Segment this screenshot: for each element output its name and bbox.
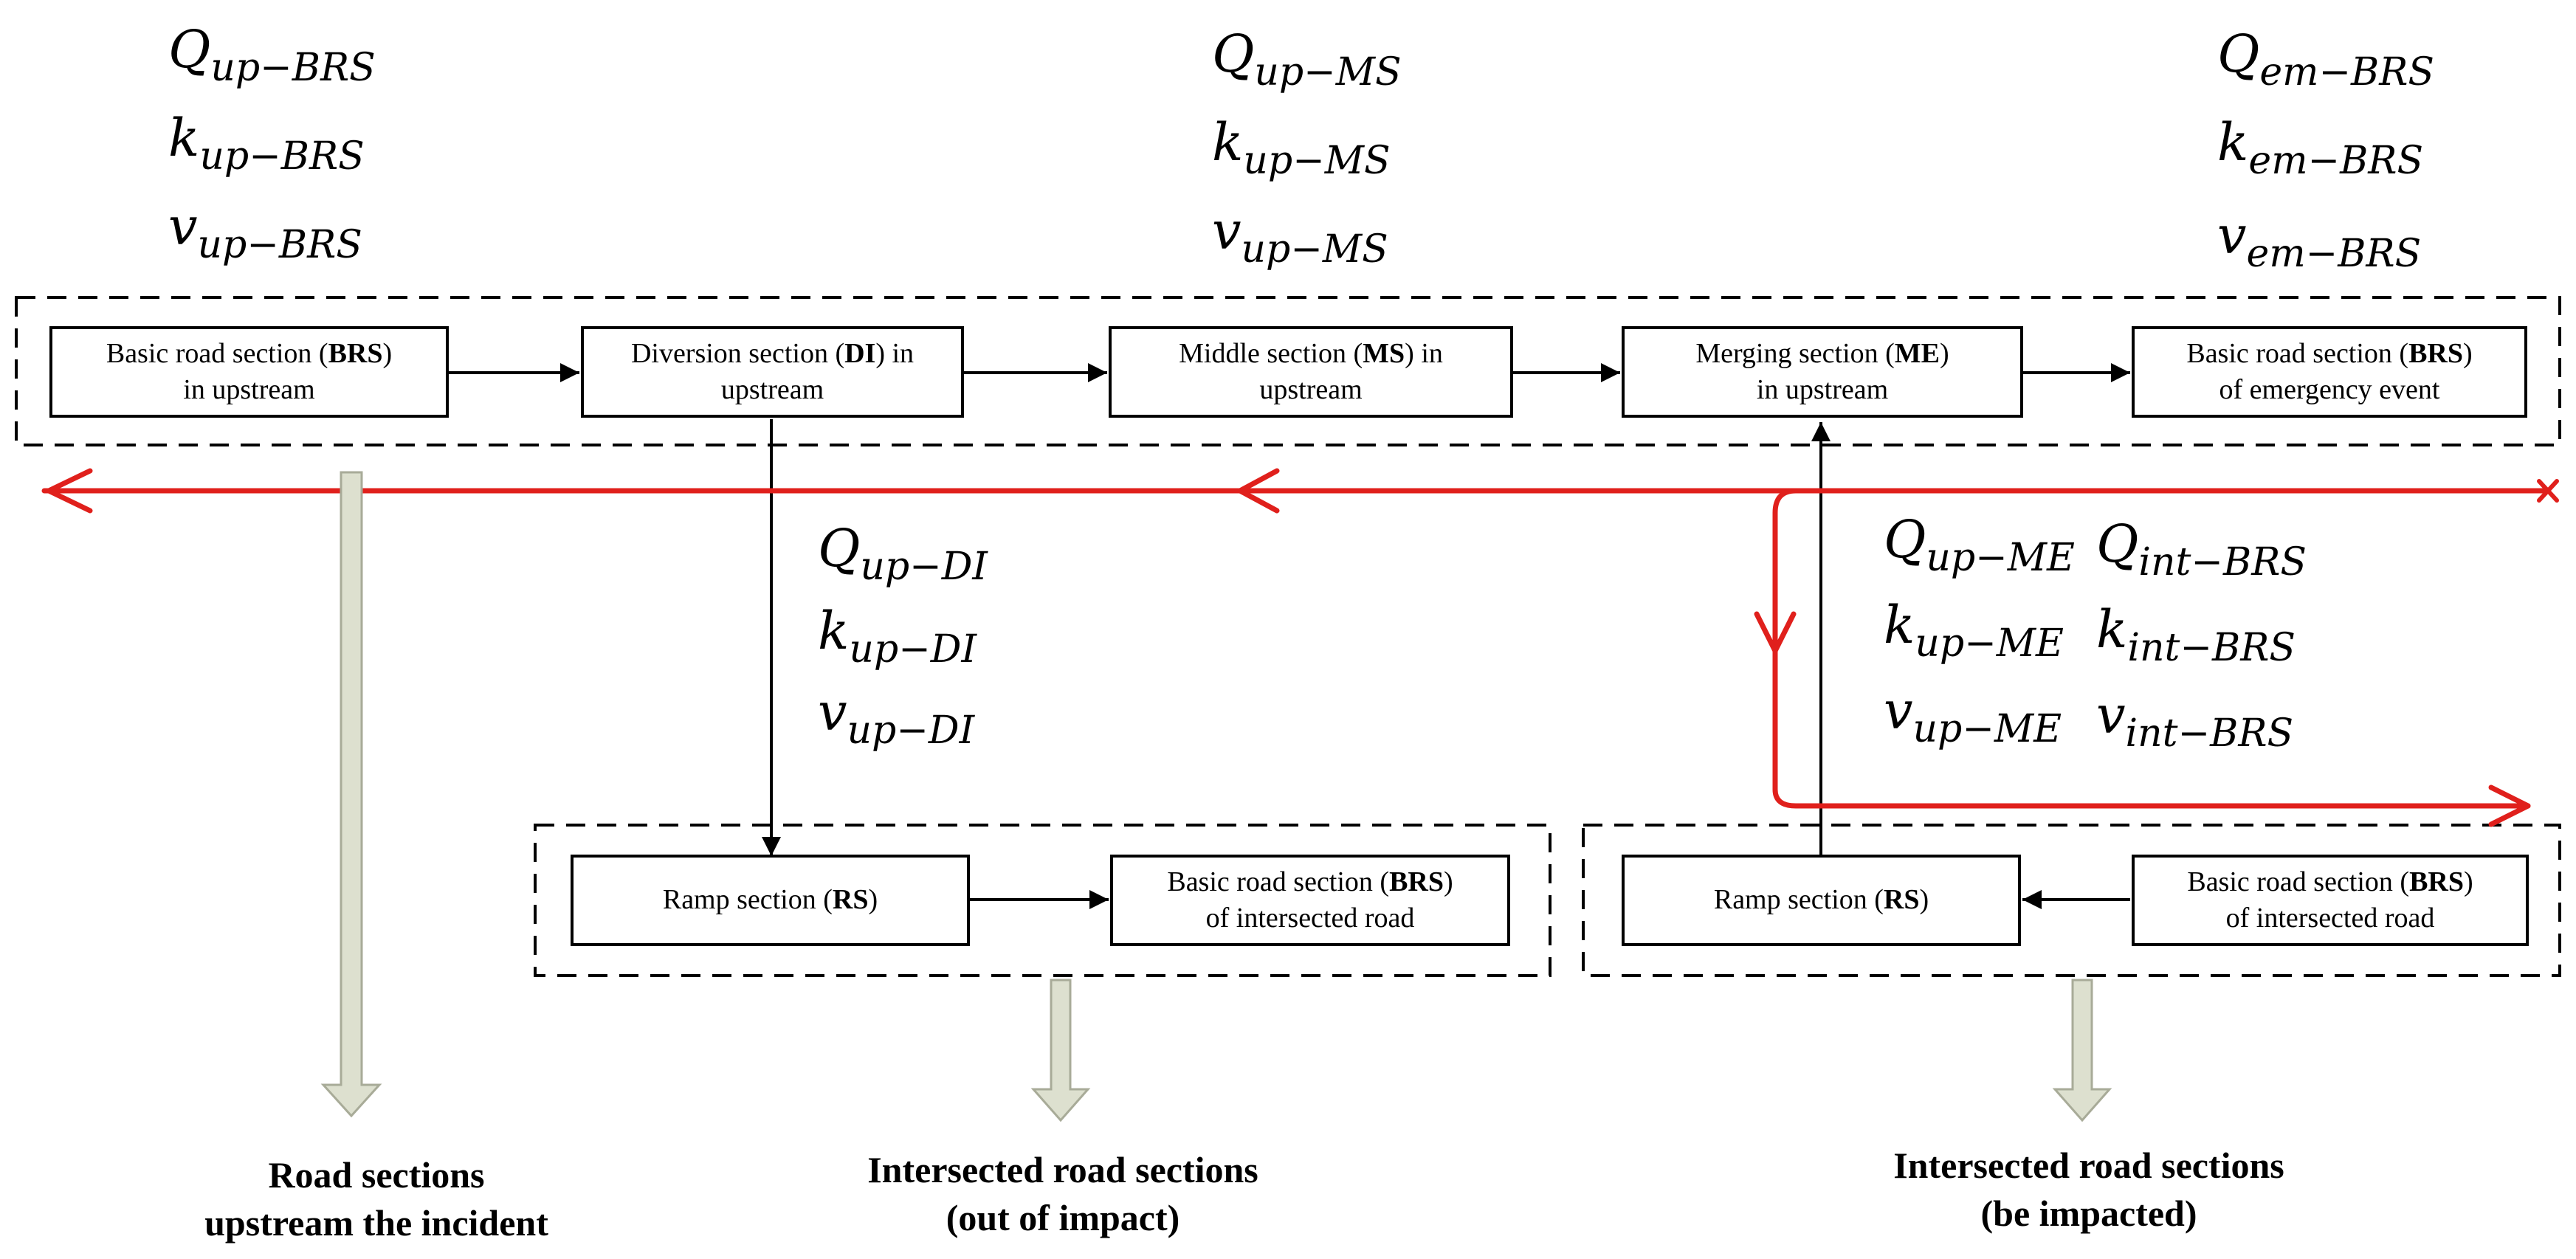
speed-v-upstream-me: vup−ME	[1884, 680, 2062, 752]
ramp-section-left-box: Ramp section (RS)	[571, 855, 970, 946]
density-k-emergency-brs: kem−BRS	[2217, 112, 2424, 184]
flow-q-upstream-brs: Qup−BRS	[168, 19, 376, 91]
down-arrow-icon	[320, 471, 382, 1118]
flow-q-upstream-di: Qup−DI	[818, 518, 988, 590]
flow-arrowhead-icon	[46, 468, 2531, 827]
middle-section-box: Middle section (MS) in upstream	[1109, 326, 1513, 418]
flow-q-intersected-brs: Qint−BRS	[2096, 514, 2307, 585]
basic-road-section-upstream-box: Basic road section (BRS) in upstream	[49, 326, 449, 418]
density-k-upstream-brs: kup−BRS	[168, 108, 365, 179]
flow-q-upstream-me: Qup−ME	[1884, 509, 2075, 581]
diversion-section-box: Diversion section (DI) in upstream	[581, 326, 964, 418]
density-k-upstream-me: kup−ME	[1884, 595, 2064, 666]
queue-propagation-path	[41, 488, 2551, 809]
intersected-brs-left-box: Basic road section (BRS) of intersected …	[1110, 855, 1510, 946]
speed-v-intersected-brs: vint−BRS	[2096, 685, 2294, 756]
incident-x-icon	[2537, 479, 2559, 503]
down-arrow-icon	[1030, 979, 1091, 1122]
speed-v-upstream-brs: vup−BRS	[168, 196, 362, 268]
basic-road-section-emergency-box: Basic road section (BRS) of emergency ev…	[2132, 326, 2527, 418]
flow-q-emergency-brs: Qem−BRS	[2217, 24, 2435, 95]
caption-be-impacted: Intersected road sections (be impacted)	[1893, 1145, 2284, 1234]
density-k-upstream-di: kup−DI	[818, 601, 977, 672]
impacted-group-frame	[1582, 824, 2561, 977]
out-of-impact-group-frame	[534, 824, 1552, 977]
caption-out-of-impact: Intersected road sections (out of impact…	[867, 1149, 1258, 1238]
intersected-brs-right-box: Basic road section (BRS) of intersected …	[2132, 855, 2529, 946]
speed-v-emergency-brs: vem−BRS	[2217, 205, 2422, 277]
down-arrow-icon	[2052, 979, 2112, 1122]
ramp-section-right-box: Ramp section (RS)	[1622, 855, 2021, 946]
speed-v-upstream-ms: vup−MS	[1212, 201, 1388, 272]
flow-q-upstream-ms: Qup−MS	[1212, 24, 1402, 95]
density-k-intersected-brs: kint−BRS	[2096, 599, 2296, 671]
upstream-group-frame	[15, 296, 2561, 446]
speed-v-upstream-di: vup−DI	[818, 682, 975, 753]
merging-section-box: Merging section (ME) in upstream	[1622, 326, 2023, 418]
caption-upstream-sections: Road sections upstream the incident	[204, 1154, 548, 1244]
density-k-upstream-ms: kup−MS	[1212, 112, 1391, 184]
